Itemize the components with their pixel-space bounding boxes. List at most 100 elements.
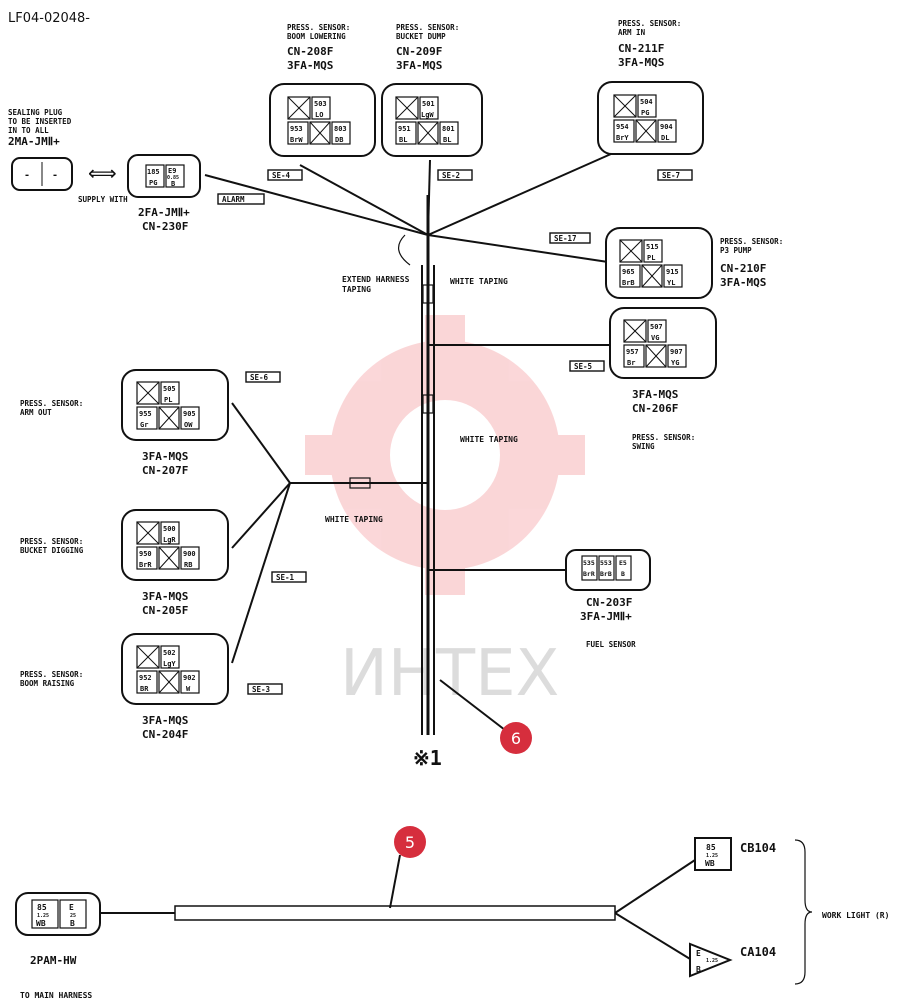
svg-text:DL: DL: [661, 134, 669, 142]
work-light-harness: [100, 854, 696, 963]
svg-text:507: 507: [650, 323, 663, 331]
svg-text:553: 553: [600, 559, 612, 567]
connector-cn204: PRESS. SENSOR: BOOM RAISING 502 LgY 952 …: [20, 633, 229, 741]
svg-text:2FA-JMⅡ+: 2FA-JMⅡ+: [138, 206, 190, 219]
svg-text:SE-1: SE-1: [276, 573, 295, 582]
svg-text:CN-207F: CN-207F: [142, 464, 188, 477]
svg-text:915: 915: [666, 268, 679, 276]
svg-text:SE-6: SE-6: [250, 373, 269, 382]
svg-text:ALARM: ALARM: [222, 195, 245, 204]
svg-text:LgY: LgY: [163, 660, 176, 668]
svg-text:1.25: 1.25: [706, 853, 718, 859]
fuel-sensor-label: FUEL SENSOR: [586, 640, 636, 649]
svg-text:1.25: 1.25: [37, 913, 49, 919]
svg-text:BrR: BrR: [139, 561, 152, 569]
svg-text:950: 950: [139, 550, 152, 558]
svg-text:CB104: CB104: [740, 841, 776, 855]
svg-text:25: 25: [70, 913, 76, 919]
supply-arrow: ⟺: [88, 161, 117, 185]
marker-6: [500, 722, 532, 754]
connector-cn207: PRESS. SENSOR: ARM OUT 505 PL 955 Gr 905…: [20, 369, 229, 477]
svg-text:LgW: LgW: [421, 111, 434, 119]
connector-cn210: 515 PL 965 BrB 915 YL PRESS. SENSOR: P3 …: [605, 227, 783, 299]
connector-cn208: PRESS. SENSOR: BOOM LOWERING CN-208F 3FA…: [269, 23, 376, 157]
svg-text:BOOM LOWERING: BOOM LOWERING: [287, 32, 346, 41]
doc-code: LF04-02048-: [8, 11, 90, 26]
svg-text:957: 957: [626, 348, 639, 356]
svg-text:BUCKET DIGGING: BUCKET DIGGING: [20, 546, 84, 555]
svg-text:-: -: [24, 170, 30, 181]
svg-text:OW: OW: [184, 421, 193, 429]
svg-text:BL: BL: [443, 136, 451, 144]
connector-ca104: E 1.25 B CA104: [689, 942, 776, 978]
svg-text:YG: YG: [671, 359, 679, 367]
svg-text:E9: E9: [168, 167, 176, 175]
svg-text:E: E: [696, 949, 701, 958]
svg-text:505: 505: [163, 385, 176, 393]
svg-text:0.85: 0.85: [167, 175, 179, 181]
svg-text:PL: PL: [164, 396, 172, 404]
tag-se17: SE-17: [549, 232, 591, 244]
svg-text:LgR: LgR: [163, 536, 176, 544]
svg-text:503: 503: [314, 100, 327, 108]
svg-text:PRESS. SENSOR:: PRESS. SENSOR:: [632, 433, 695, 442]
marker-5: [394, 826, 426, 858]
svg-text:900: 900: [183, 550, 196, 558]
svg-text:1.25: 1.25: [706, 958, 718, 964]
svg-text:SE-2: SE-2: [442, 171, 460, 180]
svg-text:CN-204F: CN-204F: [142, 728, 188, 741]
tag-se6: SE-6: [245, 371, 281, 383]
svg-text:2PAM-HW: 2PAM-HW: [30, 954, 77, 967]
svg-text:SE-7: SE-7: [662, 171, 680, 180]
main-harness: [204, 149, 621, 735]
svg-text:B: B: [70, 919, 75, 928]
connector-cb104: 85 1.25 WB CB104: [694, 837, 776, 871]
svg-text:ARM IN: ARM IN: [618, 28, 646, 37]
supply-with-label: SUPPLY WITH: [78, 195, 128, 204]
tag-se2: SE-2: [437, 169, 473, 181]
svg-text:185: 185: [147, 168, 160, 176]
svg-text:PRESS. SENSOR:: PRESS. SENSOR:: [396, 23, 459, 32]
svg-text:ARM OUT: ARM OUT: [20, 408, 52, 417]
connector-cn203: 535 BrR 553 BrB E5 B CN-203F 3FA-JMⅡ+: [565, 549, 651, 623]
svg-text:BrB: BrB: [600, 570, 612, 578]
extend-harness-label: EXTEND HARNESS TAPING: [342, 275, 410, 294]
svg-text:BrR: BrR: [583, 570, 595, 578]
svg-text:BL: BL: [399, 136, 407, 144]
svg-text:B: B: [171, 180, 175, 188]
svg-text:CN-230F: CN-230F: [142, 220, 188, 233]
white-taping-label-2: WHITE TAPING: [460, 435, 518, 444]
svg-text:3FA-JMⅡ+: 3FA-JMⅡ+: [580, 610, 632, 623]
svg-text:B: B: [696, 965, 701, 974]
svg-text:965: 965: [622, 268, 635, 276]
svg-text:PG: PG: [641, 109, 649, 117]
svg-text:BOOM RAISING: BOOM RAISING: [20, 679, 75, 688]
marker-6-label: 6: [511, 729, 521, 748]
svg-text:BUCKET DUMP: BUCKET DUMP: [396, 32, 446, 41]
svg-text:PRESS. SENSOR:: PRESS. SENSOR:: [20, 399, 83, 408]
work-light-brace: [794, 839, 813, 985]
svg-text:502: 502: [163, 649, 176, 657]
svg-text:500: 500: [163, 525, 176, 533]
connector-cn205: PRESS. SENSOR: BUCKET DIGGING 500 LgR 95…: [20, 509, 229, 617]
white-taping-label-1: WHITE TAPING: [450, 277, 508, 286]
svg-text:DB: DB: [335, 136, 343, 144]
tag-se5: SE-5: [569, 360, 605, 372]
svg-text:907: 907: [670, 348, 683, 356]
svg-text:BR: BR: [140, 685, 149, 693]
svg-text:3FA-MQS: 3FA-MQS: [618, 56, 664, 69]
svg-text:BrB: BrB: [622, 279, 635, 287]
svg-text:952: 952: [139, 674, 152, 682]
tag-se1: SE-1: [271, 571, 307, 583]
svg-text:SE-17: SE-17: [554, 234, 577, 243]
svg-text:PRESS. SENSOR:: PRESS. SENSOR:: [20, 537, 83, 546]
svg-text:EXTEND HARNESS: EXTEND HARNESS: [342, 275, 410, 284]
svg-text:PRESS. SENSOR:: PRESS. SENSOR:: [20, 670, 83, 679]
svg-text:3FA-MQS: 3FA-MQS: [396, 59, 442, 72]
connector-cn211: PRESS. SENSOR: ARM IN CN-211F 3FA-MQS 50…: [597, 19, 704, 155]
svg-text:85: 85: [37, 903, 47, 912]
svg-text:CN-210F: CN-210F: [720, 262, 766, 275]
svg-text:CN-209F: CN-209F: [396, 45, 442, 58]
svg-text:BrW: BrW: [290, 136, 303, 144]
